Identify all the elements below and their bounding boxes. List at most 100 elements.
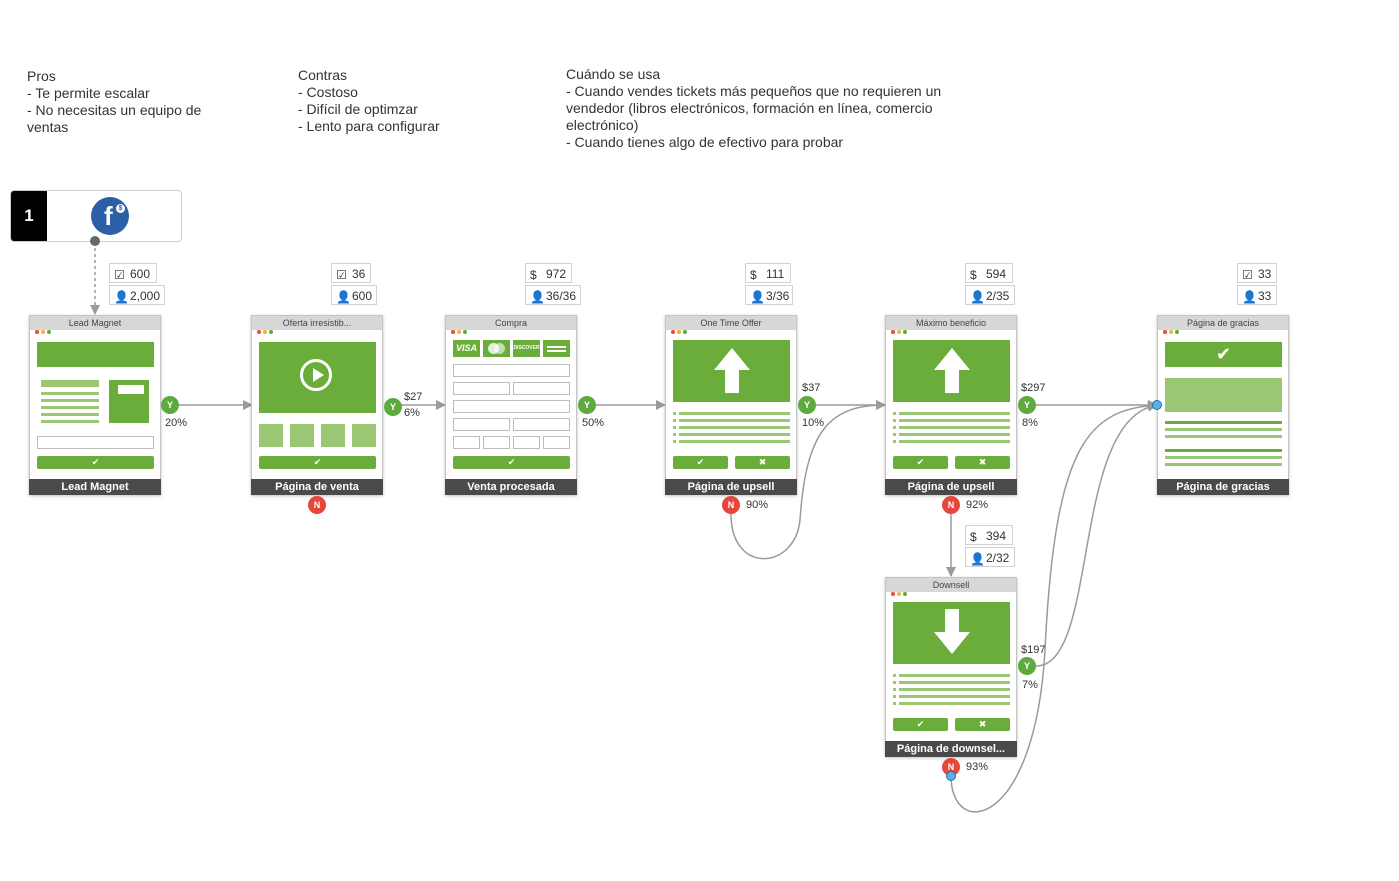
yes-marker[interactable]: Y	[1018, 396, 1036, 414]
node-title: Página de gracias	[1186, 318, 1260, 328]
page-thumbnail: ✔	[252, 330, 382, 482]
no-marker[interactable]: N	[308, 496, 326, 514]
check-icon: ✔	[453, 456, 570, 469]
stat-checks: ☑33	[1237, 263, 1277, 283]
stat-money: $111	[745, 263, 791, 283]
arrow-up-icon	[714, 348, 750, 370]
window-dots-icon	[891, 321, 909, 339]
yes-marker[interactable]: Y	[1018, 657, 1036, 675]
yes-marker[interactable]: Y	[578, 396, 596, 414]
window-dots-icon	[671, 321, 689, 339]
dollar-badge-icon: $	[116, 204, 125, 213]
play-icon	[300, 359, 332, 391]
node-label: Página de gracias	[1157, 479, 1289, 495]
page-thumbnail: ✔ ✖	[886, 330, 1016, 482]
no-percent: 90%	[746, 499, 769, 511]
person-icon: 👤	[530, 289, 545, 304]
connector-downsell-yes	[1035, 401, 1158, 667]
traffic-source[interactable]: 1 f $	[10, 190, 182, 242]
cuando-notes: Cuándo se usa - Cuando vendes tickets má…	[566, 66, 942, 150]
pros-notes: Pros - Te permite escalar - No necesitas…	[27, 68, 202, 135]
connector-oto-no	[730, 400, 886, 560]
stat-ratio: 👤2/35	[965, 285, 1015, 305]
stat-people: 👤2,000	[109, 285, 165, 305]
check-icon: ✔	[37, 456, 154, 469]
page-thumbnail: ✔ ✖	[886, 592, 1016, 744]
yes-percent: 7%	[1022, 679, 1038, 691]
stat-people: 👤600	[331, 285, 377, 305]
check-icon: ✔	[673, 456, 728, 469]
person-icon: 👤	[970, 551, 985, 566]
arrow-up-icon	[934, 348, 970, 370]
yes-percent: 6%	[404, 407, 420, 419]
person-icon: 👤	[750, 289, 765, 304]
stat-ratio: 👤3/36	[745, 285, 793, 305]
source-number: 1	[11, 191, 47, 241]
stat-people: 👤33	[1237, 285, 1277, 305]
amex-card-icon	[543, 340, 570, 357]
stat-money: $972	[525, 263, 572, 283]
window-dots-icon	[451, 321, 469, 339]
stat-ratio: 👤36/36	[525, 285, 581, 305]
node-title: One Time Offer	[700, 318, 762, 328]
window-dots-icon	[1163, 321, 1181, 339]
node-label: Página de upsell	[885, 479, 1017, 495]
page-thumbnail: VISA DISCOVER ✔	[446, 330, 576, 482]
mastercard-icon	[483, 340, 510, 357]
x-icon: ✖	[735, 456, 790, 469]
yes-percent: 8%	[1022, 417, 1038, 429]
stat-checks: ☑600	[109, 263, 157, 283]
dollar-icon: $	[970, 529, 977, 544]
node-downsell[interactable]: Downsell ✔ ✖ Página de downsel...	[885, 577, 1017, 757]
stat-checks: ☑36	[331, 263, 371, 283]
connector-downsell-no	[950, 400, 1158, 813]
checkbox-icon: ☑	[336, 267, 347, 282]
check-icon: ✔	[893, 718, 948, 731]
checkbox-icon: ☑	[114, 267, 125, 282]
contras-notes: Contras - Costoso - Difícil de optimzar …	[298, 67, 440, 134]
window-dots-icon	[35, 321, 53, 339]
page-thumbnail: ✔	[1158, 330, 1288, 482]
no-percent: 92%	[966, 499, 989, 511]
facebook-ads-icon: f $	[91, 197, 129, 235]
arrow-down-icon	[945, 609, 959, 633]
yes-marker[interactable]: Y	[798, 396, 816, 414]
person-icon: 👤	[970, 289, 985, 304]
no-marker[interactable]: N	[942, 496, 960, 514]
yes-marker[interactable]: Y	[384, 398, 402, 416]
node-pagina-gracias[interactable]: Página de gracias ✔ Página de gracias	[1157, 315, 1289, 495]
node-pagina-venta[interactable]: Oferta irresistib... ✔ Página de venta	[251, 315, 383, 495]
page-thumbnail: ✔	[30, 330, 160, 482]
yes-percent: 50%	[582, 417, 605, 429]
node-maximo-beneficio[interactable]: Máximo beneficio ✔ ✖ Página de upsell	[885, 315, 1017, 495]
stat-money: $594	[965, 263, 1013, 283]
window-dots-icon	[891, 583, 909, 601]
stat-money: $394	[965, 525, 1013, 545]
yes-percent: 10%	[802, 417, 825, 429]
dollar-icon: $	[750, 267, 757, 282]
node-title: Máximo beneficio	[915, 318, 987, 328]
person-icon: 👤	[114, 289, 129, 304]
yes-marker[interactable]: Y	[161, 396, 179, 414]
node-title: Downsell	[932, 580, 970, 590]
node-lead-magnet[interactable]: Lead Magnet ✔ Lead Magnet	[29, 315, 161, 495]
input-connection-dot[interactable]	[1152, 400, 1162, 410]
dollar-icon: $	[970, 267, 977, 282]
window-dots-icon	[257, 321, 275, 339]
node-title: Oferta irresistib...	[282, 318, 352, 328]
node-title: Lead Magnet	[68, 318, 122, 328]
node-one-time-offer[interactable]: One Time Offer ✔ ✖ Página de upsell	[665, 315, 797, 495]
node-label: Lead Magnet	[29, 479, 161, 495]
node-label: Venta procesada	[445, 479, 577, 495]
dollar-icon: $	[530, 267, 537, 282]
no-marker[interactable]: N	[722, 496, 740, 514]
price-label: $37	[802, 382, 821, 394]
node-title: Compra	[494, 318, 527, 328]
person-icon: 👤	[1242, 289, 1257, 304]
node-compra[interactable]: Compra VISA DISCOVER ✔ Venta procesada	[445, 315, 577, 495]
stat-ratio: 👤2/32	[965, 547, 1015, 567]
source-output-dot[interactable]	[90, 236, 100, 246]
node-label: Página de upsell	[665, 479, 797, 495]
output-connection-dot[interactable]	[946, 771, 956, 781]
